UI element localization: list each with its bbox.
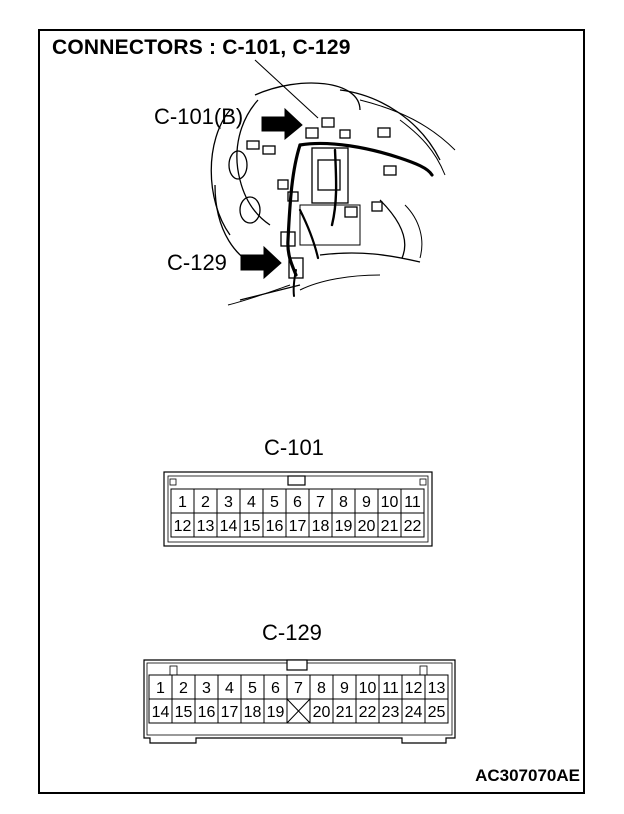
c129-pin-number: 1 [156, 680, 165, 697]
c129-pin-number: 15 [175, 704, 193, 721]
c129-pin-number: 2 [179, 680, 188, 697]
c129-pin-number: 22 [359, 704, 377, 721]
connector-c101-title: C-101 [264, 435, 324, 460]
c101-pin-number: 21 [381, 518, 399, 535]
c101-pin-number: 22 [404, 518, 422, 535]
c129-pin-number: 3 [202, 680, 211, 697]
c129-pin-cell [424, 698, 449, 724]
c101-pin-number: 1 [178, 494, 187, 511]
c101-pin-number: 14 [220, 518, 238, 535]
c129-pin-number: 11 [382, 680, 399, 697]
c101-pin-number: 6 [293, 494, 302, 511]
c101b-arrow-icon [261, 107, 303, 141]
callout-c129: C-129 [167, 250, 227, 275]
callout-c101b: C-101(B) [154, 104, 244, 129]
c129-pin-number: 12 [405, 680, 423, 697]
c129-pin-number: 20 [313, 704, 331, 721]
diagram-title: CONNECTORS : C-101, C-129 [52, 36, 351, 59]
c101-pin-number: 11 [404, 494, 421, 511]
c101-pin-number: 12 [174, 518, 192, 535]
c101-pin-number: 8 [339, 494, 348, 511]
c129-pin-number: 14 [152, 704, 170, 721]
c129-pin-number: 7 [294, 680, 303, 697]
c129-pin-number: 25 [428, 704, 446, 721]
c129-pin-number: 23 [382, 704, 400, 721]
c129-blank-cavity-mark [286, 698, 311, 724]
c101-pin-number: 13 [197, 518, 215, 535]
c129-pin-number: 13 [428, 680, 446, 697]
c129-pin-number: 17 [221, 704, 239, 721]
c101-pin-number: 9 [362, 494, 371, 511]
c101-pin-cell [400, 512, 425, 538]
c129-pin-number: 9 [340, 680, 349, 697]
c129-pin-number: 10 [359, 680, 377, 697]
c101-pin-number: 5 [270, 494, 279, 511]
diagram-frame [38, 29, 585, 794]
c101-pin-number: 3 [224, 494, 233, 511]
c129-pin-number: 4 [225, 680, 234, 697]
c101-pin-number: 20 [358, 518, 376, 535]
c101-pin-number: 10 [381, 494, 399, 511]
connector-c129-title: C-129 [262, 620, 322, 645]
c129-pin-number: 8 [317, 680, 326, 697]
c129-arrow-icon [240, 245, 282, 280]
c101-pin-number: 2 [201, 494, 210, 511]
c129-pin-number: 24 [405, 704, 423, 721]
c101-pin-number: 16 [266, 518, 284, 535]
c101-pin-number: 18 [312, 518, 330, 535]
c101-pin-number: 19 [335, 518, 353, 535]
c101-pin-number: 17 [289, 518, 307, 535]
figure-code: AC307070AE [475, 766, 580, 785]
c129-pin-number: 21 [336, 704, 354, 721]
c101-pin-number: 15 [243, 518, 261, 535]
c129-pin-number: 19 [267, 704, 285, 721]
c129-pin-number: 16 [198, 704, 216, 721]
c101-pin-number: 4 [247, 494, 256, 511]
c129-pin-number: 6 [271, 680, 280, 697]
c101-pin-number: 7 [316, 494, 325, 511]
c129-pin-number: 18 [244, 704, 262, 721]
c129-pin-number: 5 [248, 680, 257, 697]
